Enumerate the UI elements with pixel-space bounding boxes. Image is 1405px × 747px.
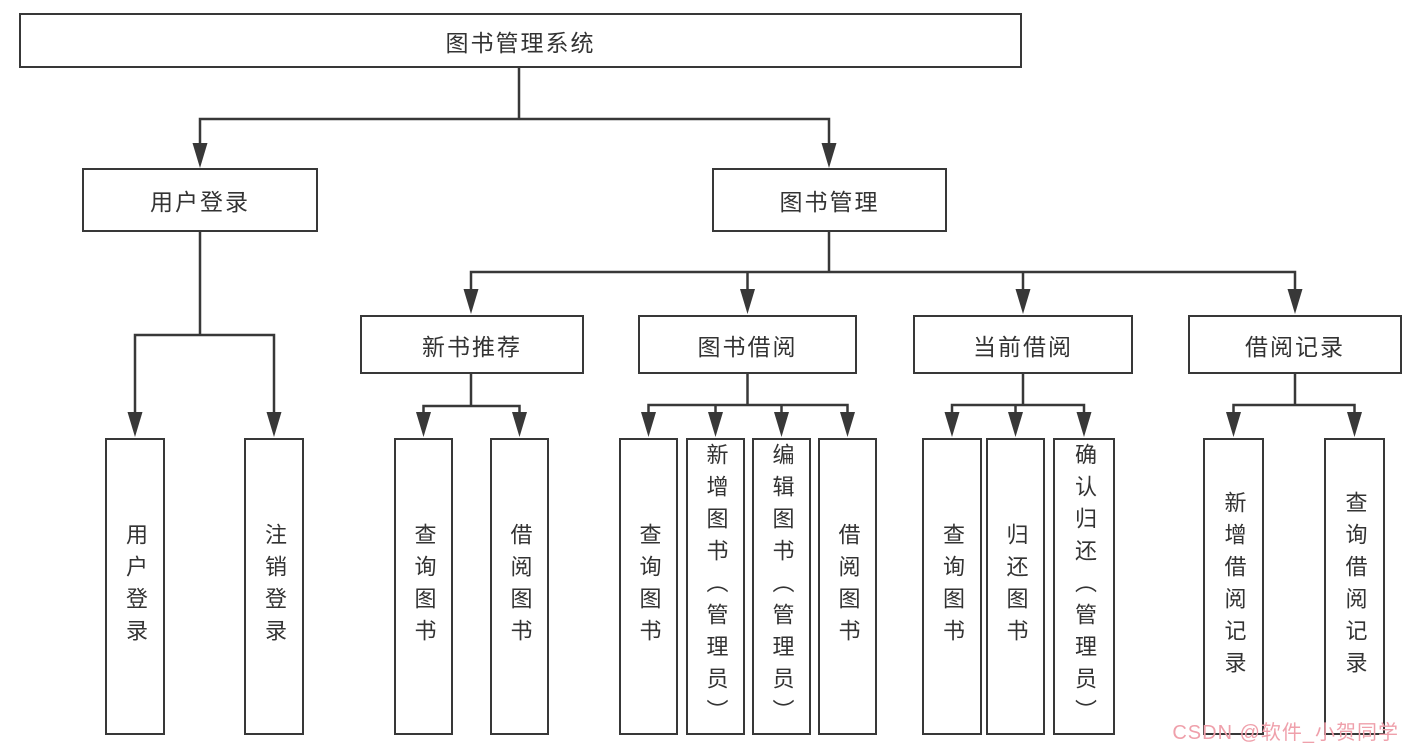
node-leaf-add-borrow-record: 新增借阅记录 xyxy=(1203,438,1264,735)
connector-current-to-leaves xyxy=(950,374,1086,413)
node-leaf-edit-books-admin-label: 编辑图书（管理员） xyxy=(769,442,795,731)
node-book-management: 图书管理 xyxy=(712,168,947,232)
node-leaf-confirm-return-admin-label: 确认归还（管理员） xyxy=(1072,442,1097,731)
node-leaf-add-borrow-record-label: 新增借阅记录 xyxy=(1221,490,1247,683)
node-leaf-logout-label: 注销登录 xyxy=(262,522,287,651)
node-leaf-borrow-books-recommend: 借阅图书 xyxy=(490,438,549,735)
node-root-label: 图书管理系统 xyxy=(445,29,596,56)
node-leaf-query-books-recommend: 查询图书 xyxy=(394,438,453,735)
node-new-book-recommend: 新书推荐 xyxy=(360,315,584,374)
node-current-borrow-label: 当前借阅 xyxy=(973,333,1073,360)
node-leaf-borrow-books: 借阅图书 xyxy=(818,438,877,735)
node-leaf-add-books-admin-label: 新增图书（管理员） xyxy=(703,442,729,731)
node-leaf-query-books-borrow: 查询图书 xyxy=(619,438,678,735)
node-user-login: 用户登录 xyxy=(82,168,318,232)
node-leaf-borrow-books-recommend-label: 借阅图书 xyxy=(507,522,533,651)
connector-recommend-to-leaves xyxy=(422,374,521,413)
connector-root-to-level2 xyxy=(198,68,831,143)
node-borrow-records: 借阅记录 xyxy=(1188,315,1402,374)
node-leaf-confirm-return-admin: 确认归还（管理员） xyxy=(1053,438,1115,735)
node-leaf-logout: 注销登录 xyxy=(244,438,304,735)
connector-bookmgmt-to-level3 xyxy=(469,232,1297,290)
node-book-management-label: 图书管理 xyxy=(779,189,880,215)
arrowheads xyxy=(127,143,1362,437)
node-root: 图书管理系统 xyxy=(19,13,1022,68)
node-leaf-query-books-current: 查询图书 xyxy=(922,438,982,735)
node-leaf-query-books-recommend-label: 查询图书 xyxy=(411,522,437,651)
node-current-borrow: 当前借阅 xyxy=(913,315,1133,374)
node-leaf-return-books: 归还图书 xyxy=(986,438,1045,735)
node-leaf-query-books-borrow-label: 查询图书 xyxy=(636,522,662,651)
node-book-borrow: 图书借阅 xyxy=(638,315,857,374)
node-borrow-records-label: 借阅记录 xyxy=(1245,333,1345,360)
node-leaf-user-login: 用户登录 xyxy=(105,438,165,735)
watermark: CSDN @软件_小贺同学 xyxy=(1172,722,1399,744)
node-leaf-borrow-books-label: 借阅图书 xyxy=(835,522,861,651)
node-leaf-user-login-label: 用户登录 xyxy=(123,522,148,651)
connector-borrow-to-leaves xyxy=(647,374,849,413)
node-new-book-recommend-label: 新书推荐 xyxy=(422,333,522,360)
node-leaf-query-books-current-label: 查询图书 xyxy=(940,522,965,651)
node-leaf-add-books-admin: 新增图书（管理员） xyxy=(686,438,745,735)
node-leaf-query-borrow-record: 查询借阅记录 xyxy=(1324,438,1385,735)
connector-records-to-leaves xyxy=(1232,374,1356,413)
node-user-login-label: 用户登录 xyxy=(150,189,250,215)
node-leaf-query-borrow-record-label: 查询借阅记录 xyxy=(1342,490,1368,683)
node-leaf-return-books-label: 归还图书 xyxy=(1003,522,1029,651)
connector-userlogin-to-leaves xyxy=(133,232,276,413)
node-book-borrow-label: 图书借阅 xyxy=(697,333,798,360)
node-leaf-edit-books-admin: 编辑图书（管理员） xyxy=(752,438,811,735)
